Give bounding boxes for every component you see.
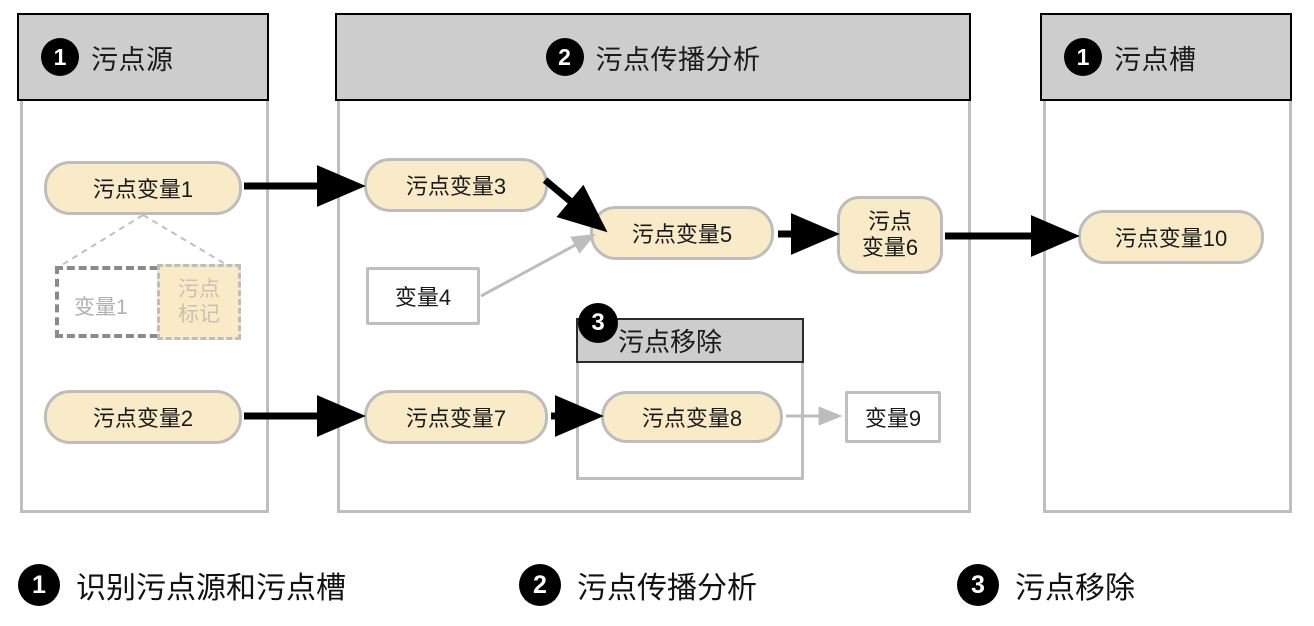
node-tainted-variable-2[interactable]: 污点变量2 bbox=[44, 390, 242, 444]
node-tainted-variable-10[interactable]: 污点变量10 bbox=[1078, 210, 1264, 264]
panel-taint-sink-header: 1 污点槽 bbox=[1040, 13, 1292, 101]
legend-item-3: 3 污点移除 bbox=[957, 563, 1135, 607]
panel-taint-sink-body bbox=[1043, 101, 1292, 513]
panel-taint-sink-title: 污点槽 bbox=[1114, 44, 1197, 75]
panel-taint-source-header: 1 污点源 bbox=[17, 13, 269, 101]
legend-number-badge-2: 2 bbox=[519, 564, 561, 606]
panel-taint-propagation-header: 2 污点传播分析 bbox=[335, 13, 971, 101]
panel-taint-propagation-title: 污点传播分析 bbox=[595, 44, 761, 75]
node-variable-4[interactable]: 变量4 bbox=[366, 267, 480, 325]
legend-number-badge-1: 1 bbox=[18, 564, 60, 606]
panel-number-badge-2: 2 bbox=[545, 38, 584, 76]
node-tainted-variable-6-line2: 变量6 bbox=[861, 235, 919, 260]
panel-number-badge-3: 1 bbox=[1064, 38, 1102, 76]
detail-variable-label: 变量1 bbox=[74, 296, 128, 319]
detail-taint-mark-box: 污点 标记 bbox=[157, 264, 241, 340]
panel-taint-source-title: 污点源 bbox=[91, 44, 174, 75]
legend-label-3: 污点移除 bbox=[1015, 572, 1135, 605]
node-tainted-variable-7[interactable]: 污点变量7 bbox=[364, 390, 548, 444]
legend-item-1: 1 识别污点源和污点槽 bbox=[18, 563, 346, 607]
detail-taint-mark-line2: 标记 bbox=[178, 303, 220, 326]
subpanel-number-badge-wrap: 3 bbox=[578, 303, 618, 343]
legend-label-2: 污点传播分析 bbox=[577, 572, 757, 605]
subpanel-number-badge-3: 3 bbox=[578, 303, 618, 343]
legend-label-1: 识别污点源和污点槽 bbox=[76, 572, 346, 605]
node-tainted-variable-6-line1: 污点 bbox=[867, 209, 912, 235]
detail-taint-mark-line1: 污点 bbox=[178, 277, 220, 301]
node-tainted-variable-8[interactable]: 污点变量8 bbox=[601, 391, 783, 443]
node-tainted-variable-6[interactable]: 污点 变量6 bbox=[837, 196, 943, 274]
legend-number-badge-3: 3 bbox=[957, 564, 999, 606]
panel-number-badge-1: 1 bbox=[41, 38, 79, 76]
legend-item-2: 2 污点传播分析 bbox=[519, 563, 757, 607]
node-tainted-variable-5[interactable]: 污点变量5 bbox=[590, 206, 774, 260]
node-variable-9[interactable]: 变量9 bbox=[845, 391, 941, 443]
node-tainted-variable-3[interactable]: 污点变量3 bbox=[364, 158, 548, 212]
node-tainted-variable-1[interactable]: 污点变量1 bbox=[44, 161, 242, 215]
subpanel-taint-removal-title: 污点移除 bbox=[618, 327, 723, 357]
